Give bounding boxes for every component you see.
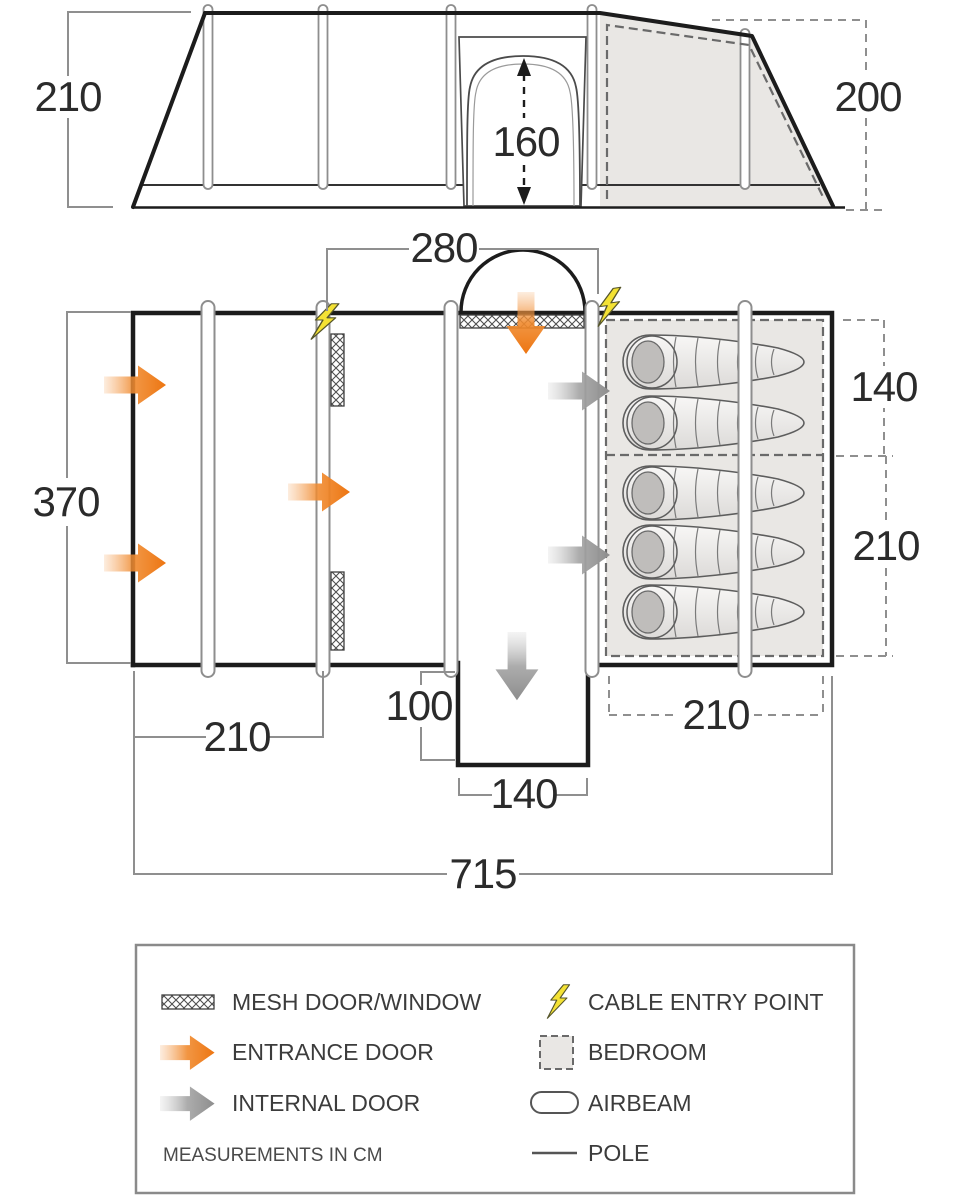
mesh-swatch-icon xyxy=(161,994,215,1010)
legend-label-entrance: ENTRANCE DOOR xyxy=(232,1039,434,1065)
dim-depth: 370 xyxy=(32,311,131,664)
airbeam-4 xyxy=(584,300,600,678)
dim-total-length: 715 xyxy=(133,671,833,897)
dim-left-height: 210 xyxy=(34,11,191,208)
dim-rear-height: 200 xyxy=(712,19,903,211)
side-pole-3 xyxy=(445,4,457,190)
dim-bedroom-front-section: 140 xyxy=(836,319,919,457)
legend-label-internal: INTERNAL DOOR xyxy=(232,1090,420,1116)
dim-label-210-bottom-left: 210 xyxy=(203,713,270,760)
airbeam-1 xyxy=(200,300,216,678)
legend-label-bedroom: BEDROOM xyxy=(588,1039,707,1065)
dim-bedroom-rear-section: 210 xyxy=(836,456,921,657)
dim-porch-width: 140 xyxy=(458,770,588,817)
legend-label-pole: POLE xyxy=(588,1140,649,1166)
side-bedroom-dashed-outline xyxy=(605,23,825,200)
dim-front-width: 280 xyxy=(326,224,599,311)
legend-label-cable: CABLE ENTRY POINT xyxy=(588,989,824,1015)
dim-front-left-section: 210 xyxy=(133,671,324,760)
dim-label-140-porch: 140 xyxy=(490,770,557,817)
side-pole-2 xyxy=(317,4,329,190)
dim-label-210-side: 210 xyxy=(34,73,101,120)
dim-label-370: 370 xyxy=(32,478,99,525)
tent-front-slope xyxy=(131,11,207,209)
side-pole-5 xyxy=(739,28,751,190)
internal-door-arrow-lower xyxy=(548,535,610,575)
legend-label-airbeam: AIRBEAM xyxy=(588,1090,692,1116)
internal-door-arrow-porch xyxy=(495,632,539,701)
legend: MESH DOOR/WINDOW ENTRANCE DOOR INTERNAL … xyxy=(134,943,856,1195)
dim-door-height: 160 xyxy=(492,58,561,205)
side-elevation-view: 160 210 200 xyxy=(34,4,903,211)
dim-label-280: 280 xyxy=(410,224,477,271)
dim-label-200: 200 xyxy=(834,73,901,120)
dim-label-100: 100 xyxy=(385,682,452,729)
side-bedroom-shading xyxy=(600,15,833,206)
dim-label-160: 160 xyxy=(492,118,559,165)
airbeam-5 xyxy=(737,300,753,678)
mesh-window-upper xyxy=(330,333,345,407)
side-pole-1 xyxy=(202,4,214,190)
dim-label-210-right: 210 xyxy=(852,522,919,569)
legend-label-mesh: MESH DOOR/WINDOW xyxy=(232,989,481,1015)
tent-ridge-profile xyxy=(203,11,835,208)
bedroom-swatch-icon xyxy=(539,1035,574,1070)
bedroom-dashed-outline xyxy=(604,318,825,658)
airbeam-icon xyxy=(530,1091,579,1114)
dim-porch-depth: 100 xyxy=(385,671,455,761)
mesh-window-lower xyxy=(330,571,345,651)
airbeam-3 xyxy=(443,300,459,678)
dim-label-140-right: 140 xyxy=(850,363,917,410)
dim-bedroom-length: 210 xyxy=(608,676,824,738)
floor-plan: 280 370 140 210 210 100 140 xyxy=(32,224,921,897)
legend-note: MEASUREMENTS IN CM xyxy=(163,1145,383,1166)
dim-label-715: 715 xyxy=(449,850,516,897)
side-pole-4 xyxy=(586,4,598,190)
legend-box xyxy=(134,943,856,1195)
internal-door-arrow-upper xyxy=(548,371,610,411)
dim-label-210-bedroom: 210 xyxy=(682,691,749,738)
porch-walls xyxy=(455,660,591,768)
